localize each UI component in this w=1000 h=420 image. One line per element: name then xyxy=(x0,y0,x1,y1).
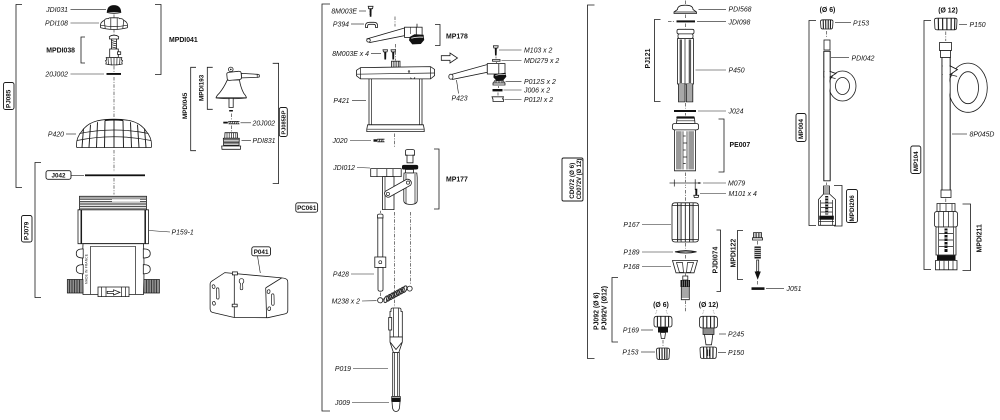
svg-text:P420: P420 xyxy=(48,132,64,139)
svg-text:JDI012: JDI012 xyxy=(332,165,355,172)
svg-text:20J002: 20J002 xyxy=(44,72,68,79)
svg-text:J009: J009 xyxy=(334,400,350,407)
svg-text:P153: P153 xyxy=(622,350,638,357)
svg-text:PDI831: PDI831 xyxy=(253,138,276,145)
svg-text:PJ092V (Ø12): PJ092V (Ø12) xyxy=(602,286,609,330)
svg-text:MP178: MP178 xyxy=(446,34,468,41)
svg-text:20J002: 20J002 xyxy=(252,121,276,128)
svg-text:MP004: MP004 xyxy=(798,119,805,139)
svg-text:P012S x 2: P012S x 2 xyxy=(524,79,556,86)
svg-text:MADE IN FRANCE: MADE IN FRANCE xyxy=(85,254,89,284)
svg-text:P428: P428 xyxy=(333,272,349,279)
svg-text:PDI108: PDI108 xyxy=(45,21,68,28)
svg-text:J020: J020 xyxy=(332,138,348,145)
svg-text:M238 x 2: M238 x 2 xyxy=(332,299,361,306)
svg-text:MP104: MP104 xyxy=(913,151,920,171)
svg-text:JDI098: JDI098 xyxy=(728,19,751,26)
svg-text:PJ121: PJ121 xyxy=(645,48,652,68)
svg-text:P423: P423 xyxy=(452,96,468,103)
svg-text:P421: P421 xyxy=(333,98,349,105)
svg-text:PJ092 (Ø 6): PJ092 (Ø 6) xyxy=(594,292,601,330)
svg-text:P245: P245 xyxy=(728,332,744,339)
svg-text:J042: J042 xyxy=(51,172,66,179)
svg-text:P450: P450 xyxy=(729,68,745,75)
svg-text:P041: P041 xyxy=(254,249,269,256)
svg-text:MPDI038: MPDI038 xyxy=(46,48,75,55)
svg-text:8M003E: 8M003E xyxy=(331,9,357,16)
svg-text:J051: J051 xyxy=(786,286,802,293)
svg-text:M103 x 2: M103 x 2 xyxy=(524,48,553,55)
svg-text:(Ø 12): (Ø 12) xyxy=(699,302,719,309)
svg-text:P150: P150 xyxy=(970,22,986,29)
svg-text:MPDI041: MPDI041 xyxy=(169,37,198,44)
svg-text:(Ø 6): (Ø 6) xyxy=(820,7,836,14)
svg-text:PC061: PC061 xyxy=(297,205,317,212)
svg-text:PDI568: PDI568 xyxy=(729,7,752,14)
svg-text:P167: P167 xyxy=(623,222,640,229)
svg-text:P159-1: P159-1 xyxy=(172,230,194,237)
svg-text:JDI031: JDI031 xyxy=(45,7,68,14)
svg-text:M079: M079 xyxy=(728,181,745,188)
svg-text:P168: P168 xyxy=(623,264,639,271)
svg-text:(Ø 6): (Ø 6) xyxy=(653,302,669,309)
svg-text:P394: P394 xyxy=(333,22,349,29)
svg-text:PDI042: PDI042 xyxy=(852,55,875,62)
svg-text:P012I x 2: P012I x 2 xyxy=(524,97,553,104)
svg-text:CD072V (Ø 12): CD072V (Ø 12) xyxy=(576,159,583,200)
svg-text:MPDI211: MPDI211 xyxy=(977,224,984,253)
svg-text:MPDI122: MPDI122 xyxy=(731,239,738,268)
svg-text:PJ085BP: PJ085BP xyxy=(282,110,288,134)
svg-text:P019: P019 xyxy=(335,366,351,373)
svg-text:MDI279 x 2: MDI279 x 2 xyxy=(524,58,559,65)
svg-text:M101 x 4: M101 x 4 xyxy=(729,191,758,198)
svg-text:J024: J024 xyxy=(728,109,744,116)
svg-text:PJDI074: PJDI074 xyxy=(713,247,720,274)
svg-text:MPDI045: MPDI045 xyxy=(182,92,189,119)
svg-text:P153: P153 xyxy=(853,20,869,27)
svg-text:PJ085: PJ085 xyxy=(6,89,13,108)
svg-text:PJ079: PJ079 xyxy=(24,221,31,240)
svg-text:MPDI206: MPDI206 xyxy=(849,195,856,222)
svg-text:P150: P150 xyxy=(728,350,744,357)
svg-text:CD072 (Ø 6): CD072 (Ø 6) xyxy=(569,163,576,199)
svg-text:8P045D: 8P045D xyxy=(970,132,995,139)
svg-text:(Ø 12): (Ø 12) xyxy=(938,8,958,15)
svg-text:8M003E x 4: 8M003E x 4 xyxy=(332,51,369,58)
svg-text:P169: P169 xyxy=(623,328,639,335)
svg-text:MPDI193: MPDI193 xyxy=(199,74,206,101)
svg-text:PE007: PE007 xyxy=(730,142,751,149)
svg-text:MP177: MP177 xyxy=(446,177,468,184)
svg-text:J006 x 2: J006 x 2 xyxy=(523,88,550,95)
svg-text:P189: P189 xyxy=(623,250,639,257)
